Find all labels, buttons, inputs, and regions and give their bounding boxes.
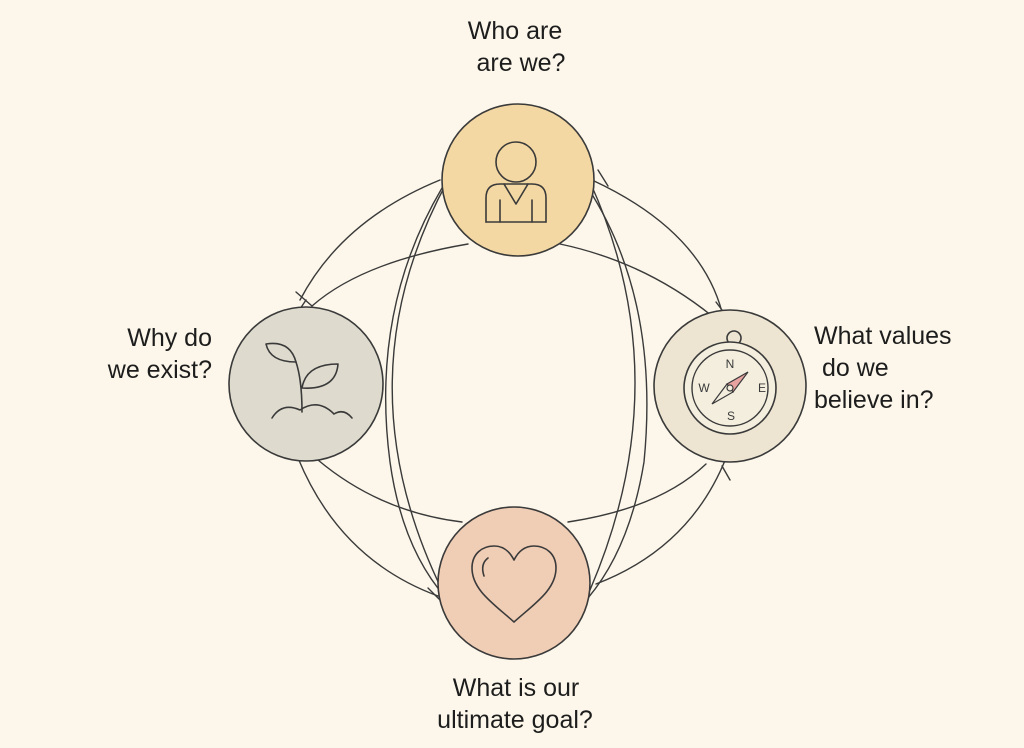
- node-bottom-circle: [437, 506, 591, 660]
- arc-right-long-b: [587, 187, 648, 599]
- node-bottom: [437, 506, 591, 660]
- node-right: N E S W: [653, 309, 807, 463]
- arrow-tick-bottom-left: [427, 587, 441, 601]
- arc-left-bottom-outer: [297, 457, 439, 597]
- label-line: do we: [822, 354, 889, 382]
- label-line: Who are: [467, 17, 563, 45]
- arc-top-left-inner: [311, 243, 469, 307]
- node-left: [228, 306, 384, 462]
- arc-top-right-outer: [591, 179, 723, 313]
- compass-north-label: N: [726, 357, 735, 371]
- label-line: are we?: [476, 49, 566, 77]
- arrow-tick-left: [295, 291, 313, 307]
- label-why-do-we-exist: Why do we exist?: [80, 322, 212, 386]
- compass-east-label: E: [758, 381, 766, 395]
- arc-top-left-outer: [299, 179, 441, 301]
- node-top: [441, 103, 595, 257]
- arc-top-right-inner: [559, 243, 713, 317]
- compass-west-label: W: [698, 381, 710, 395]
- compass-south-label: S: [727, 409, 735, 423]
- arrow-tick-top-right: [597, 169, 609, 187]
- label-line: ultimate goal?: [437, 706, 593, 734]
- arc-bottom-right-outer: [595, 457, 727, 585]
- arc-bottom-right-inner: [567, 463, 707, 523]
- label-what-values: What values do we believe in?: [814, 320, 984, 416]
- label-line: we exist?: [107, 356, 212, 384]
- sprout-icon: [265, 342, 353, 419]
- node-left-circle: [228, 306, 384, 462]
- person-icon: [485, 141, 547, 223]
- label-ultimate-goal: What is our ultimate goal?: [420, 672, 610, 736]
- label-line: What is our: [452, 674, 580, 702]
- arc-left-long-a: [391, 181, 448, 591]
- compass-icon: N E S W: [683, 330, 777, 435]
- label-who-are-we: Who are are we?: [440, 15, 590, 79]
- arc-right-long-a: [589, 181, 636, 591]
- arc-left-bottom-inner: [317, 459, 463, 523]
- heart-icon: [471, 545, 557, 623]
- arc-left-long-b: [384, 187, 447, 599]
- node-top-circle: [441, 103, 595, 257]
- label-line: What values: [814, 322, 952, 350]
- label-line: believe in?: [814, 386, 934, 414]
- label-line: Why do: [127, 324, 212, 352]
- arrow-tick-bottom-right: [721, 465, 731, 481]
